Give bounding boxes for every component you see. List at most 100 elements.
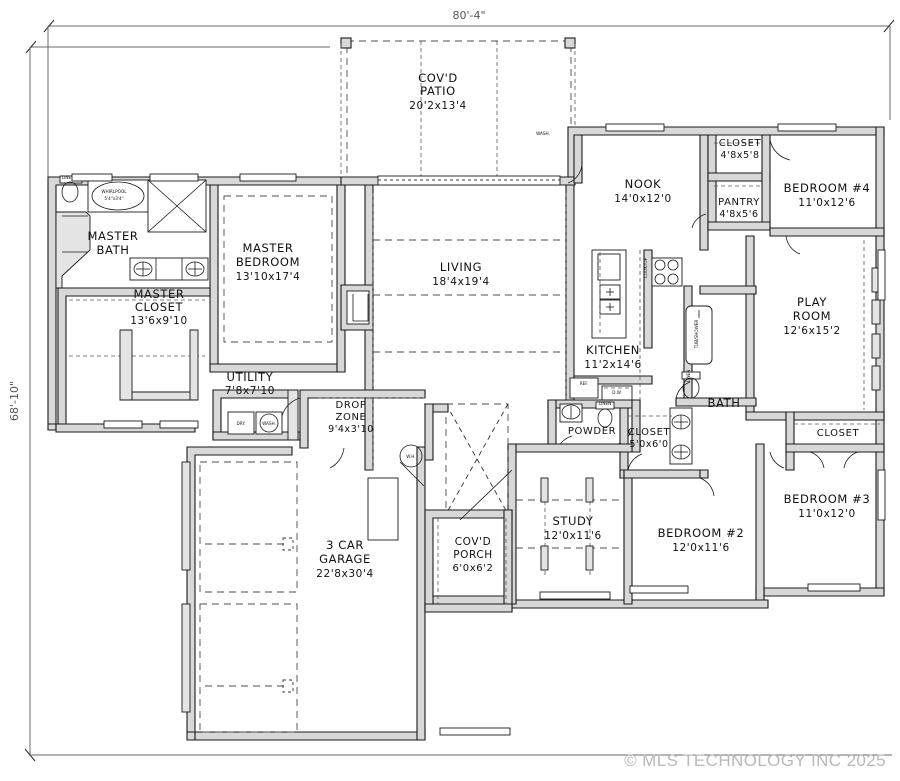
- room-label-nook: NOOK 14'0x12'0: [614, 177, 671, 205]
- svg-text:4'8x5'6: 4'8x5'6: [719, 209, 758, 220]
- covd-patio-outline: [340, 37, 576, 184]
- svg-text:9'4x3'10: 9'4x3'10: [328, 424, 374, 435]
- svg-text:MASTER: MASTER: [134, 287, 185, 301]
- cooktop-label: COOKTOP: [643, 257, 648, 278]
- bedroom4-walls: [769, 227, 885, 255]
- svg-text:NOOK: NOOK: [625, 177, 662, 191]
- room-label-master-closet: MASTER CLOSET 13'6x9'10: [130, 287, 187, 327]
- gas-label: WASH.: [536, 131, 550, 136]
- svg-text:PLAY: PLAY: [797, 295, 827, 309]
- svg-text:POWDER: POWDER: [568, 426, 616, 437]
- svg-text:13'10x17'4: 13'10x17'4: [236, 271, 301, 283]
- svg-text:BEDROOM #2: BEDROOM #2: [658, 526, 745, 540]
- svg-text:COV'D: COV'D: [418, 71, 458, 85]
- tub-shower-label: TUB/SHOWER: [694, 320, 699, 350]
- room-label-closet-bd4: CLOSET 4'8x5'8: [719, 138, 761, 161]
- svg-text:BEDROOM #4: BEDROOM #4: [784, 181, 871, 195]
- svg-text:STUDY: STUDY: [553, 514, 594, 528]
- room-label-drop-zone: DROP ZONE 9'4x3'10: [328, 400, 374, 435]
- dropzone-walls: [281, 389, 426, 449]
- living-room: [340, 184, 575, 471]
- whirlpool-label: WHIRLPOOL: [101, 189, 127, 194]
- room-label-closet-bd3: CLOSET: [817, 428, 860, 439]
- svg-text:UTILITY: UTILITY: [227, 370, 274, 384]
- svg-text:13'6x9'10: 13'6x9'10: [130, 315, 187, 327]
- foyer-walls: [423, 403, 509, 515]
- whirlpool-size-label: 5'4"x3'4": [104, 196, 123, 201]
- svg-text:12'6x15'2: 12'6x15'2: [783, 325, 840, 337]
- svg-text:BATH: BATH: [708, 396, 741, 410]
- room-label-covd-patio: COV'D PATIO 20'2x13'4: [409, 71, 466, 112]
- svg-text:MASTER: MASTER: [243, 241, 294, 255]
- svg-text:18'4x19'4: 18'4x19'4: [432, 276, 489, 288]
- windows: [71, 123, 886, 736]
- room-label-master-bedroom: MASTER BEDROOM 13'10x17'4: [236, 241, 301, 283]
- copyright-notice: © MLS TECHNOLOGY INC 2025: [624, 751, 886, 770]
- room-label-master-bath: MASTER BATH: [88, 229, 139, 257]
- svg-text:5'0x6'0: 5'0x6'0: [629, 439, 668, 450]
- room-label-bedroom-4: BEDROOM #4 11'0x12'6: [784, 181, 871, 209]
- nook-walls: [567, 134, 709, 251]
- covd-porch-walls: [424, 469, 513, 613]
- svg-text:PANTRY: PANTRY: [718, 197, 760, 208]
- kitchen-fixtures: [569, 249, 683, 403]
- dishwasher-label: D.W.: [612, 390, 622, 395]
- room-label-bedroom-2: BEDROOM #2 12'0x11'6: [658, 526, 745, 554]
- room-label-closet-hall: CLOSET 5'0x6'0: [628, 427, 671, 450]
- svg-text:22'8x30'4: 22'8x30'4: [316, 568, 373, 580]
- utility-walls: [212, 389, 301, 441]
- svg-text:GARAGE: GARAGE: [319, 552, 371, 566]
- dryer-label: DRY.: [237, 421, 246, 426]
- room-label-covd-porch: COV'D PORCH 6'0x6'2: [452, 536, 493, 574]
- svg-text:BEDROOM: BEDROOM: [236, 255, 300, 269]
- room-label-living: LIVING 18'4x19'4: [432, 260, 489, 288]
- svg-text:LIVING: LIVING: [440, 260, 482, 274]
- dimension-lines: [24, 19, 895, 762]
- linen-powder-label: LINEN: [599, 401, 611, 406]
- bath-walls: [669, 285, 757, 465]
- washer-label: WASH.: [262, 421, 276, 426]
- room-label-kitchen: KITCHEN 11'2x14'6: [584, 343, 641, 371]
- master-bedroom-dashed: [223, 195, 333, 343]
- svg-text:COV'D: COV'D: [455, 536, 492, 548]
- room-label-powder: POWDER: [568, 426, 616, 437]
- svg-text:12'0x11'6: 12'0x11'6: [544, 530, 601, 542]
- svg-text:4'8x5'8: 4'8x5'8: [720, 150, 759, 161]
- svg-text:11'2x14'6: 11'2x14'6: [584, 359, 641, 371]
- room-label-bath: BATH: [708, 396, 741, 410]
- svg-text:7'8x7'10: 7'8x7'10: [225, 385, 275, 397]
- closet-pantry-walls: [691, 134, 791, 231]
- linen-bath-label: LINEN: [686, 370, 691, 382]
- dimension-depth-label: 68'-10": [8, 381, 21, 421]
- svg-text:14'0x12'0: 14'0x12'0: [614, 193, 671, 205]
- svg-text:CLOSET: CLOSET: [817, 428, 860, 439]
- master-suite-walls: [55, 175, 346, 425]
- svg-text:ZONE: ZONE: [336, 412, 367, 423]
- room-label-study: STUDY 12'0x11'6: [544, 514, 601, 542]
- room-label-utility: UTILITY 7'8x7'10: [225, 370, 275, 397]
- svg-text:20'2x13'4: 20'2x13'4: [409, 100, 466, 112]
- room-label-pantry: PANTRY 4'8x5'6: [718, 197, 760, 220]
- room-label-bedroom-3: BEDROOM #3 11'0x12'0: [784, 492, 871, 520]
- svg-text:PORCH: PORCH: [453, 549, 493, 561]
- svg-text:6'0x6'2: 6'0x6'2: [452, 563, 493, 574]
- svg-text:ROOM: ROOM: [793, 309, 831, 323]
- svg-text:MASTER: MASTER: [88, 229, 139, 243]
- dimension-width-label: 80'-4": [452, 9, 485, 22]
- svg-text:KITCHEN: KITCHEN: [586, 343, 640, 357]
- refrigerator-label: REF.: [580, 381, 589, 386]
- bedroom2-walls: [623, 443, 765, 605]
- room-label-garage: 3 CAR GARAGE 22'8x30'4: [316, 538, 373, 580]
- bedroom3-closet-walls: [769, 411, 885, 471]
- svg-text:PATIO: PATIO: [420, 84, 456, 98]
- svg-text:BEDROOM #3: BEDROOM #3: [784, 492, 871, 506]
- svg-text:12'0x11'6: 12'0x11'6: [672, 542, 729, 554]
- svg-text:3 CAR: 3 CAR: [326, 538, 364, 552]
- svg-text:BATH: BATH: [97, 243, 130, 257]
- water-heater-label: W.H.: [406, 454, 415, 459]
- garage-interior: [181, 444, 425, 733]
- room-label-play-room: PLAY ROOM 12'6x15'2: [783, 295, 840, 337]
- svg-text:CLOSET: CLOSET: [628, 427, 671, 438]
